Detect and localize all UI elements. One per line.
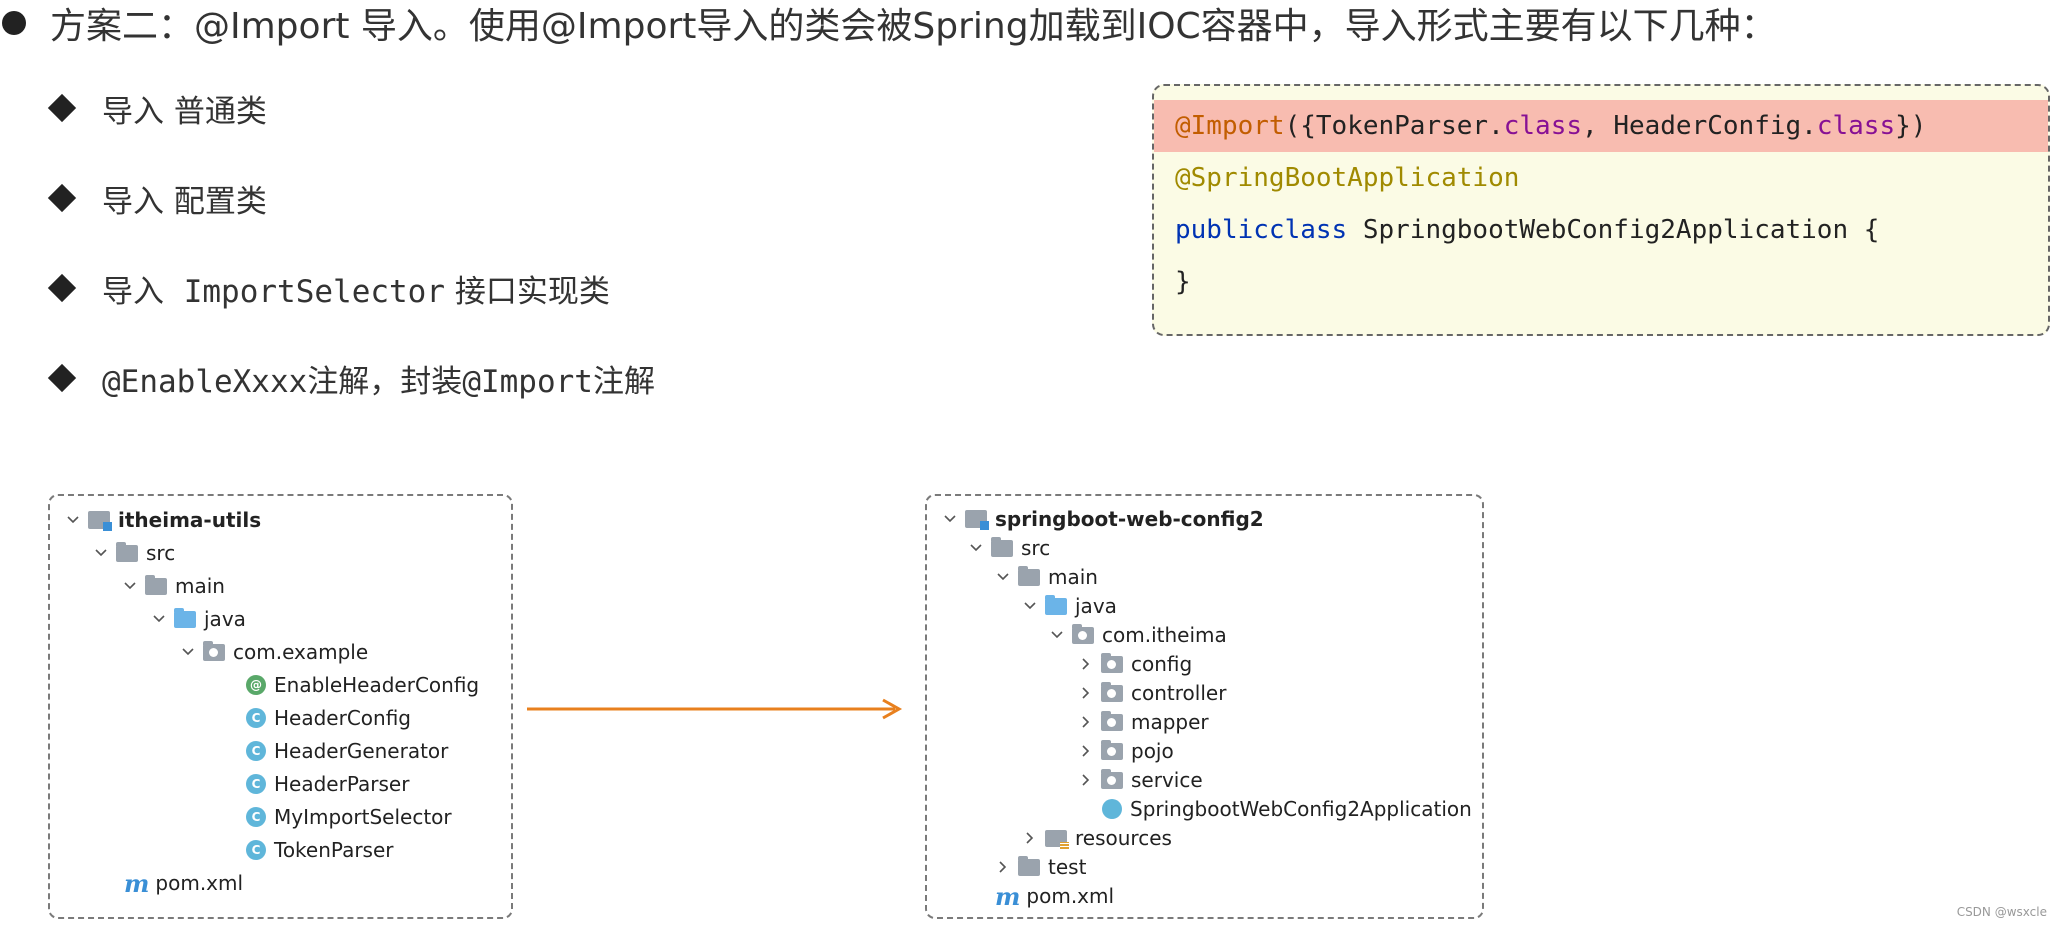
chevron-down-icon[interactable] — [941, 510, 959, 528]
headline-text: 方案二：@Import 导入。使用@Import导入的类会被Spring加载到I… — [50, 6, 1777, 47]
tree-row-src[interactable]: src — [967, 533, 1050, 563]
chevron-down-icon[interactable] — [92, 544, 110, 562]
tree-row-src[interactable]: src — [92, 538, 175, 568]
list-item: 导入 配置类 — [47, 176, 267, 220]
tree-row-main[interactable]: main — [121, 571, 225, 601]
chevron-right-icon[interactable] — [1077, 771, 1095, 789]
code-line-annotation: @SpringBootApplication — [1175, 163, 1520, 193]
module-icon — [965, 510, 989, 530]
headline: 方案二：@Import 导入。使用@Import导入的类会被Spring加载到I… — [0, 0, 1777, 47]
chevron-right-icon[interactable] — [994, 858, 1012, 876]
chevron-down-icon[interactable] — [994, 568, 1012, 586]
list-item-label: 导入 配置类 — [102, 183, 267, 220]
tree-row-package[interactable]: com.itheima — [1048, 620, 1227, 650]
list-item-label: 导入 ImportSelector 接口实现类 — [102, 273, 610, 310]
resources-folder-icon — [1045, 829, 1069, 849]
right-project-tree: springboot-web-config2 src main java com… — [925, 494, 1484, 919]
package-icon — [1101, 768, 1123, 789]
package-icon — [1101, 681, 1123, 702]
tree-row-root[interactable]: springboot-web-config2 — [941, 504, 1264, 534]
tree-row-app-class[interactable]: SpringbootWebConfig2Application — [1102, 794, 1472, 824]
package-icon — [1101, 652, 1123, 673]
tree-row-subpackage[interactable]: controller — [1077, 678, 1226, 708]
left-project-tree: itheima-utils src main java com.example … — [48, 494, 513, 919]
tree-row-test[interactable]: test — [994, 852, 1086, 882]
tree-row-subpackage[interactable]: mapper — [1077, 707, 1209, 737]
package-icon — [1101, 739, 1123, 760]
tree-row-pom[interactable]: m pom.xml — [124, 868, 244, 898]
chevron-down-icon[interactable] — [1048, 626, 1066, 644]
tree-row-root[interactable]: itheima-utils — [64, 505, 261, 535]
code-snippet: @Import({TokenParser.class, HeaderConfig… — [1152, 84, 2050, 336]
diamond-bullet-icon — [47, 363, 77, 393]
tree-row-resources[interactable]: resources — [1021, 823, 1172, 853]
chevron-down-icon[interactable] — [1021, 597, 1039, 615]
folder-icon — [991, 536, 1013, 557]
source-folder-icon — [174, 607, 196, 628]
spring-boot-class-icon — [1102, 799, 1122, 819]
bullet-icon — [2, 11, 26, 35]
tree-row-file[interactable]: C MyImportSelector — [246, 802, 452, 832]
folder-icon — [145, 574, 167, 595]
tree-row-file[interactable]: C HeaderConfig — [246, 703, 411, 733]
chevron-down-icon[interactable] — [121, 577, 139, 595]
list-item-label: 导入 普通类 — [102, 93, 267, 130]
diamond-bullet-icon — [47, 273, 77, 303]
class-icon: C — [246, 774, 266, 794]
package-icon — [1072, 623, 1094, 644]
chevron-down-icon[interactable] — [179, 643, 197, 661]
watermark: CSDN @wsxcle — [1956, 905, 2047, 919]
code-line-import: @Import({TokenParser.class, HeaderConfig… — [1154, 100, 2048, 152]
list-item: @EnableXxxx注解，封装@Import注解 — [47, 356, 655, 400]
diamond-bullet-icon — [47, 183, 77, 213]
class-icon: C — [246, 741, 266, 761]
tree-row-java[interactable]: java — [1021, 591, 1117, 621]
tree-row-subpackage[interactable]: config — [1077, 649, 1192, 679]
tree-row-file[interactable]: C HeaderGenerator — [246, 736, 448, 766]
package-icon — [203, 640, 225, 661]
tree-row-file[interactable]: @ EnableHeaderConfig — [246, 670, 479, 700]
folder-icon — [1018, 855, 1040, 876]
list-item: 导入 ImportSelector 接口实现类 — [47, 266, 610, 310]
chevron-right-icon[interactable] — [1077, 713, 1095, 731]
tree-row-subpackage[interactable]: pojo — [1077, 736, 1174, 766]
folder-icon — [1018, 565, 1040, 586]
class-icon: C — [246, 807, 266, 827]
chevron-right-icon[interactable] — [1021, 829, 1039, 847]
tree-row-main[interactable]: main — [994, 562, 1098, 592]
source-folder-icon — [1045, 594, 1067, 615]
tree-row-package[interactable]: com.example — [179, 637, 368, 667]
folder-icon — [116, 541, 138, 562]
list-item: 导入 普通类 — [47, 86, 267, 130]
arrow-icon — [527, 698, 903, 720]
package-icon — [1101, 710, 1123, 731]
tree-row-subpackage[interactable]: service — [1077, 765, 1203, 795]
code-line-close: } — [1175, 267, 1191, 297]
module-icon — [88, 511, 112, 531]
tree-row-file[interactable]: C HeaderParser — [246, 769, 409, 799]
tree-row-file[interactable]: C TokenParser — [246, 835, 394, 865]
chevron-down-icon[interactable] — [64, 511, 82, 529]
chevron-down-icon[interactable] — [150, 610, 168, 628]
maven-icon: m — [124, 868, 150, 898]
class-icon: C — [246, 840, 266, 860]
chevron-right-icon[interactable] — [1077, 684, 1095, 702]
list-item-label: @EnableXxxx注解，封装@Import注解 — [102, 363, 655, 400]
chevron-down-icon[interactable] — [967, 539, 985, 557]
tree-row-java[interactable]: java — [150, 604, 246, 634]
chevron-right-icon[interactable] — [1077, 742, 1095, 760]
class-icon: C — [246, 708, 266, 728]
tree-row-pom[interactable]: m pom.xml — [995, 881, 1115, 911]
code-line-class-decl: public class SpringbootWebConfig2Applica… — [1175, 215, 1880, 245]
annotation-icon: @ — [246, 675, 266, 695]
maven-icon: m — [995, 881, 1021, 911]
diamond-bullet-icon — [47, 93, 77, 123]
chevron-right-icon[interactable] — [1077, 655, 1095, 673]
